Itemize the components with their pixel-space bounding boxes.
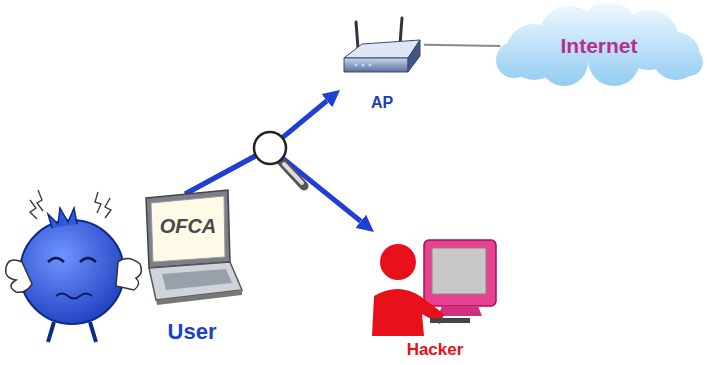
user-station: User [136, 186, 248, 344]
node-label: User [168, 319, 217, 344]
router-icon [344, 18, 420, 72]
screen-logo: OFCA [153, 215, 223, 238]
internet-cloud: Internet [494, 4, 704, 88]
magnifier-icon [254, 132, 304, 186]
access-point: AP [340, 16, 424, 112]
laptop-icon [146, 190, 242, 305]
user-character [6, 190, 142, 342]
hacker-figure [372, 240, 496, 336]
node-label: AP [371, 94, 393, 112]
node-label: Internet [560, 34, 637, 58]
hacker-station: Hacker [364, 232, 506, 360]
node-label: Hacker [407, 340, 464, 360]
connector [424, 45, 500, 46]
